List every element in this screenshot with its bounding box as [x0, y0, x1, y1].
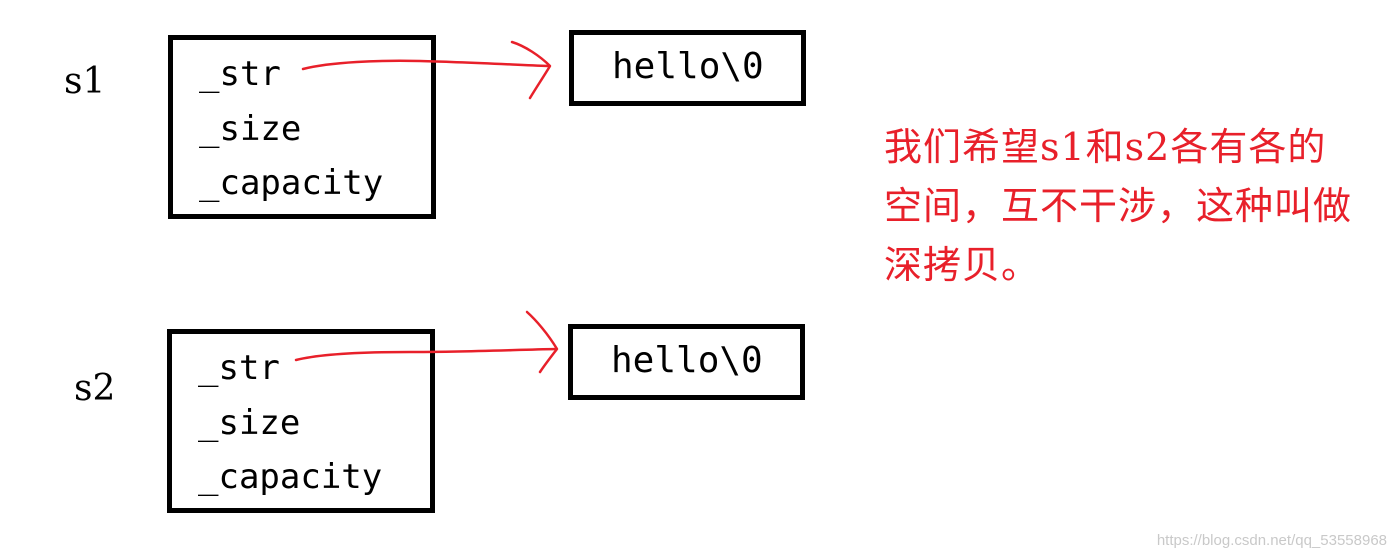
heap-value-s2: hello\0: [611, 340, 763, 381]
pointer-arrowhead-s1: [510, 40, 552, 100]
deep-copy-annotation: 我们希望s1和s2各有各的空间，互不干涉，这种叫做深拷贝。: [884, 125, 1353, 287]
field-capacity-s2: _capacity: [198, 457, 383, 497]
field-size-s2: _size: [198, 403, 301, 443]
field-str-s1: _str: [199, 54, 281, 94]
watermark: https://blog.csdn.net/qq_53558968: [1156, 532, 1387, 549]
object-label-s2: s2: [74, 368, 116, 409]
heap-value-s1: hello\0: [612, 46, 764, 87]
field-str-s2: _str: [198, 348, 280, 388]
struct-box-s2: _str _size _capacity: [167, 329, 435, 513]
field-capacity-s1: _capacity: [199, 163, 384, 203]
pointer-arrowhead-s2: [525, 310, 559, 374]
struct-box-s1: _str _size _capacity: [168, 35, 436, 219]
heap-block-s2: hello\0: [568, 324, 805, 400]
field-size-s1: _size: [199, 109, 302, 149]
heap-block-s1: hello\0: [569, 30, 806, 106]
object-label-s1: s1: [64, 61, 106, 102]
